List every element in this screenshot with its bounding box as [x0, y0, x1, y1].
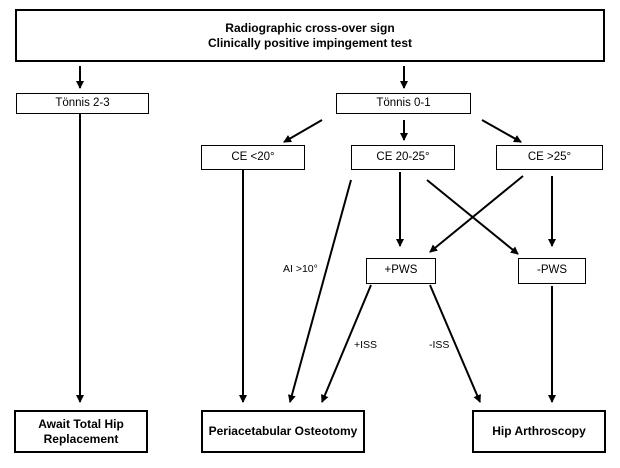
arrow-ce2025-ai-to-pao [287, 179, 352, 403]
tonnis-2-3-box: Tönnis 2-3 [16, 93, 149, 114]
positive-pws-label: +PWS [384, 264, 418, 277]
ce-20-25-box: CE 20-25° [351, 145, 455, 170]
positive-pws-box: +PWS [366, 258, 436, 284]
top-criteria-line2: Clinically positive impingement test [207, 35, 413, 50]
ce-20-25-label: CE 20-25° [376, 150, 430, 163]
ce-greater-25-box: CE >25° [496, 145, 603, 170]
ce-less-20-label: CE <20° [231, 150, 275, 163]
top-criteria-box: Radiographic cross-over sign Clinically … [15, 9, 605, 62]
ai-over-10-label: AI >10° [283, 263, 318, 275]
top-criteria-line1: Radiographic cross-over sign [225, 21, 395, 36]
ce-less-20-box: CE <20° [201, 145, 305, 170]
await-line2: Replacement [43, 431, 119, 446]
periacetabular-osteotomy-box: Periacetabular Osteotomy [201, 410, 365, 453]
hip-arthroscopy-label: Hip Arthroscopy [492, 424, 586, 439]
arrow-pospws-noiss-to-arthroscopy [429, 284, 481, 403]
negative-pws-label: -PWS [536, 264, 568, 277]
await-total-hip-replacement-box: Await Total Hip Replacement [14, 410, 148, 453]
negative-pws-box: -PWS [518, 258, 586, 284]
periacetabular-osteotomy-label: Periacetabular Osteotomy [208, 424, 358, 439]
tonnis-0-1-box: Tönnis 0-1 [336, 93, 471, 114]
tonnis-0-1-label: Tönnis 0-1 [376, 96, 431, 109]
ce-greater-25-label: CE >25° [527, 150, 572, 163]
await-line1: Await Total Hip [38, 417, 124, 432]
hip-arthroscopy-box: Hip Arthroscopy [472, 410, 606, 453]
positive-iss-label: +ISS [354, 339, 378, 351]
arrow-cegt25-to-pospws [429, 175, 524, 253]
negative-iss-label: -ISS [429, 339, 450, 351]
arrow-tonnis01-to-cegt25 [481, 119, 522, 143]
tonnis-2-3-label: Tönnis 2-3 [55, 96, 110, 109]
arrow-pospws-iss-to-pao [321, 284, 372, 403]
arrow-tonnis01-to-celt20 [283, 119, 323, 143]
